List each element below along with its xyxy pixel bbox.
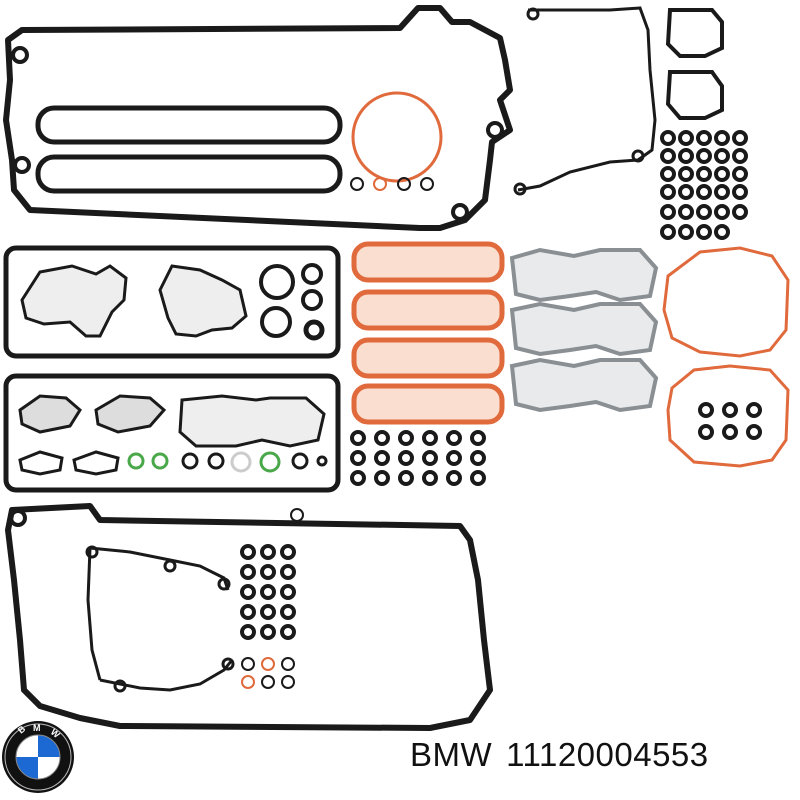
small-oring-loose [290, 508, 304, 522]
part-number: 11120004553 [506, 736, 709, 773]
orange-oring-large [351, 91, 443, 183]
timing-cover-gasket-top [513, 6, 657, 196]
svg-text:M: M [33, 723, 41, 733]
oil-pan-gaskets-orange [662, 246, 790, 468]
intake-manifold-gaskets-orange [351, 241, 505, 425]
brand-name: BMW [410, 736, 493, 773]
valve-cover-gasket-bottom [5, 503, 493, 731]
vanos-gasket-box [3, 245, 341, 359]
timing-cover-gasket-bottom [85, 545, 235, 693]
orings-grid-bottom [240, 544, 296, 640]
svg-text:B: B [16, 723, 28, 735]
exhaust-gaskets-gray [509, 247, 659, 413]
small-orings-row-top [350, 177, 434, 191]
orings-grid-middle [350, 430, 486, 486]
orings-row-orange-bottom [241, 657, 295, 689]
orings-row-lower-left [127, 451, 328, 473]
orings-grid-top-right [660, 130, 748, 240]
product-caption: BMW 11120004553 [410, 736, 709, 774]
water-pump-gaskets [665, 8, 724, 120]
flange-gasket-box [3, 373, 341, 493]
bmw-logo: B M W [2, 721, 74, 793]
orings-grid-right [698, 402, 762, 440]
valve-cover-gasket-top [3, 5, 513, 231]
